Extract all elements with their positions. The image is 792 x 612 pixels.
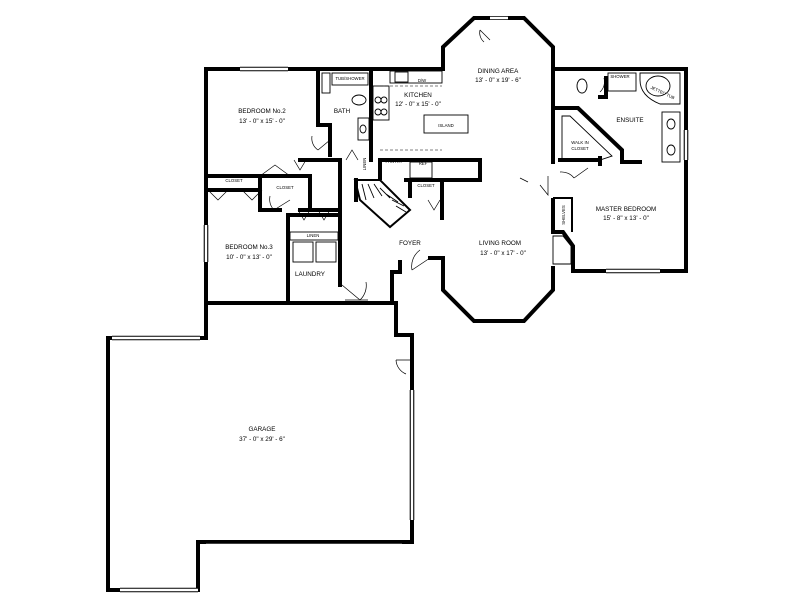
linen-label-vertical: LINEN: [362, 158, 367, 171]
bedroom3-name: BEDROOM No.3: [225, 244, 273, 251]
ensuite-toilet: [576, 78, 588, 94]
master-bedroom-name: MASTER BEDROOM: [596, 206, 657, 213]
fireplace: [552, 235, 572, 265]
walk-in-closet-label-1: WALK IN: [571, 140, 589, 145]
pantry-label: PANTRY: [385, 159, 402, 164]
bathtub: [331, 72, 369, 86]
jetted-tub: [639, 72, 681, 105]
washer: [292, 241, 314, 263]
interior-walls: [204, 67, 642, 305]
kitchen-name: KITCHEN: [404, 92, 432, 99]
refrigerator: [394, 71, 409, 83]
doors: [207, 29, 617, 375]
master-bedroom-dims: 15' - 8" x 13' - 0": [603, 215, 649, 222]
closet-label-foyer: CLOSET: [417, 183, 435, 188]
garage-dims: 37' - 0" x 29' - 6": [239, 436, 285, 443]
living-room-name: LIVING ROOM: [479, 240, 521, 247]
tub-shower-label: TUB/SHOWER: [335, 76, 364, 81]
ensuite-vanity: [661, 111, 681, 163]
dining-area-dims: 13' - 0" x 19' - 6": [475, 77, 521, 84]
garage-name: GARAGE: [249, 426, 276, 433]
toilet: [351, 94, 367, 106]
shower-label: SHOWER: [610, 74, 629, 79]
bath-name: BATH: [334, 108, 351, 115]
kitchen-counter-left: [372, 85, 390, 121]
dryer: [315, 241, 337, 263]
closet-label-bedroom2: CLOSET: [225, 178, 243, 183]
bedroom2-dims: 13' - 0" x 15' - 0": [239, 118, 285, 125]
ensuite-name: ENSUITE: [616, 117, 643, 124]
fixtures: [289, 70, 681, 265]
closet-label-bedroom3: CLOSET: [276, 185, 294, 190]
island-label: ISLAND: [438, 123, 454, 128]
kitchen-island: [423, 114, 469, 134]
room-labels: DINING AREA 13' - 0" x 19' - 6" KITCHEN …: [225, 68, 656, 443]
laundry-name: LAUNDRY: [295, 271, 326, 278]
shelves-label: SHELVES: [561, 205, 566, 225]
foyer-name: FOYER: [399, 240, 421, 247]
living-room-dims: 13' - 0" x 17' - 0": [480, 250, 526, 257]
walk-in-closet-label-2: CLOSET: [571, 146, 589, 151]
dining-area-name: DINING AREA: [478, 68, 519, 75]
bedroom3-dims: 10' - 0" x 13' - 0": [226, 254, 272, 261]
refrigerator-label: REF: [419, 161, 428, 166]
pantry-shelf: [409, 161, 433, 179]
windows: [112, 16, 689, 593]
dishwasher-label: D/W: [418, 78, 427, 83]
kitchen-dims: 12' - 0" x 15' - 0": [395, 101, 441, 108]
vanity: [357, 117, 370, 141]
shower: [607, 72, 637, 92]
linen-label: LINEN: [307, 233, 320, 238]
bedroom2-name: BEDROOM No.2: [238, 108, 286, 115]
